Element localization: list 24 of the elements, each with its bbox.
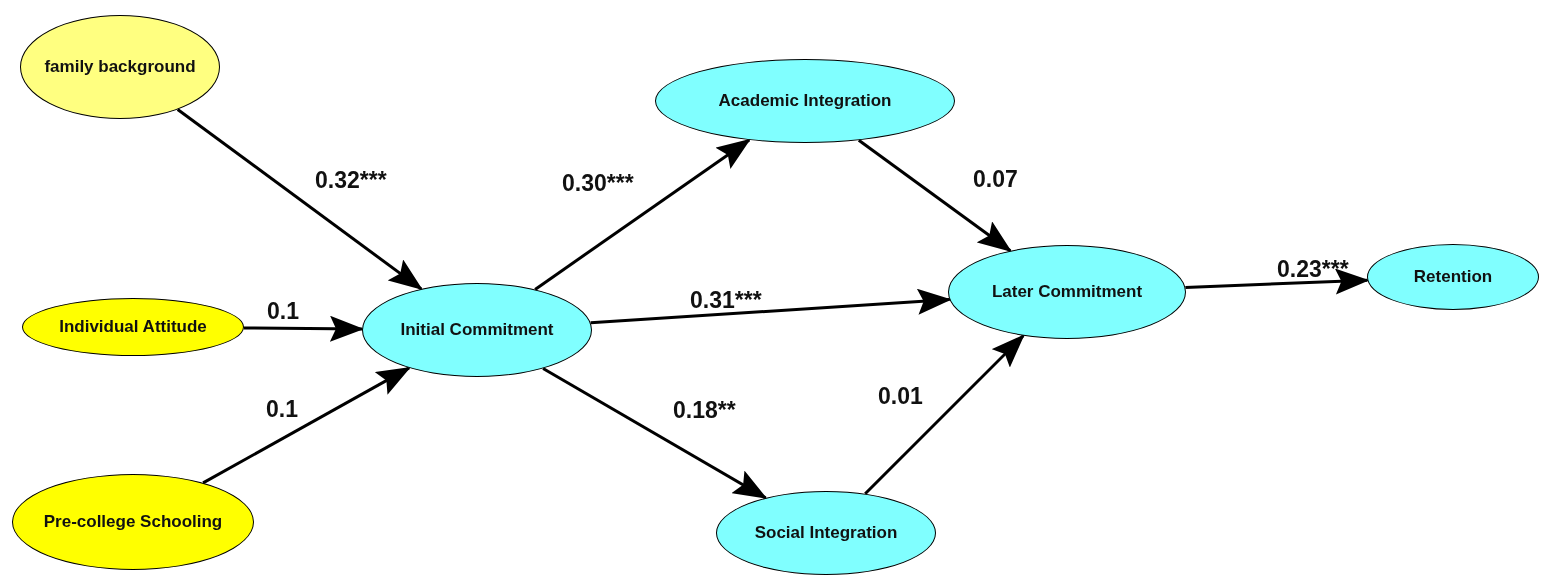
arrow [864,334,1025,495]
node-label: Initial Commitment [400,320,554,340]
node-label: Academic Integration [718,91,892,111]
edge-label: 0.18** [673,397,736,423]
node-label: Social Integration [754,523,898,543]
node-label: Later Commitment [991,282,1143,302]
node-label: Retention [1413,267,1493,287]
edge-label: 0.1 [267,298,299,324]
arrow [176,108,423,291]
node-label: Pre-college Schooling [43,512,223,532]
edge-label: 0.30*** [562,170,634,196]
edge-label: 0.23*** [1277,256,1349,282]
arrow [202,366,411,485]
arrow [542,367,768,500]
arrow [243,315,364,342]
edge-label: 0.31*** [690,287,762,313]
edge-label: 0.07 [973,166,1018,192]
edge-label: 0.01 [878,383,923,409]
edge-label: 0.32*** [315,167,387,193]
arrow [534,138,751,291]
edge-label: 0.1 [266,396,298,422]
arrow [857,139,1012,252]
node-label: Individual Attitude [59,317,207,337]
node-label: family background [44,57,196,77]
